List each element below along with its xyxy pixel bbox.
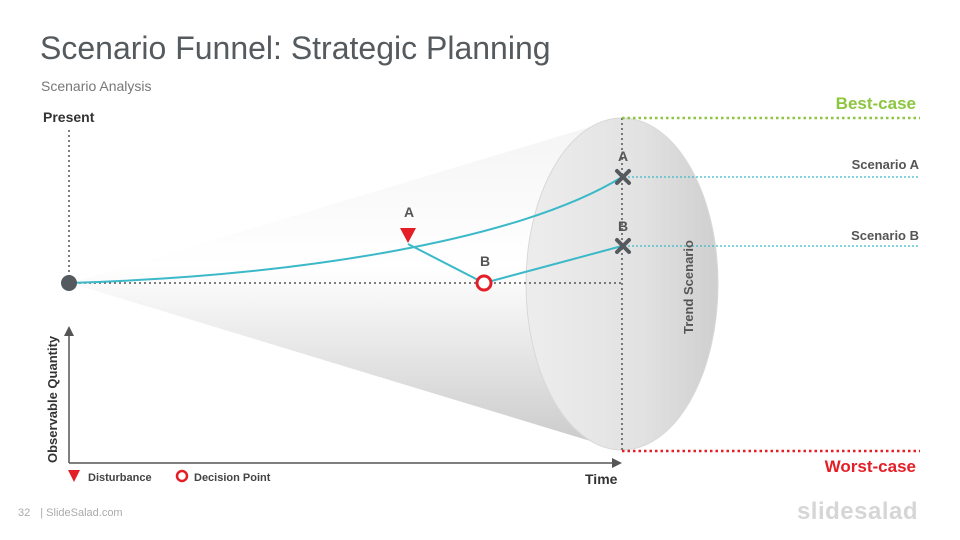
- funnel-cone-body: [70, 118, 620, 450]
- scenario-a-end-marker: [615, 169, 631, 185]
- scenario-a-path: [68, 176, 623, 284]
- footer-left: 32 | SlideSalad.com: [18, 507, 123, 519]
- scenario-a-label: Scenario A: [852, 157, 920, 172]
- end-point-b-label: B: [618, 218, 628, 234]
- slide-subtitle: Scenario Analysis: [41, 78, 152, 94]
- disturbance-point-label: A: [404, 204, 414, 220]
- page-number: 32: [18, 507, 31, 519]
- y-axis-label: Observable Quantity: [45, 335, 60, 463]
- legend-decision-point-label: Decision Point: [194, 472, 271, 484]
- legend-decision-point-icon: [175, 469, 189, 483]
- y-axis-arrow: [64, 326, 74, 336]
- x-axis-arrow: [612, 458, 622, 468]
- present-label: Present: [43, 109, 95, 125]
- present-point: [61, 275, 77, 291]
- worst-case-label: Worst-case: [825, 457, 916, 476]
- time-label: Time: [585, 471, 618, 487]
- decision-point-label: B: [480, 253, 490, 269]
- decision-point-marker: [475, 274, 493, 292]
- legend-disturbance-icon: [68, 470, 80, 482]
- scenario-b-end-marker: [615, 238, 631, 254]
- disturbance-marker: [400, 228, 416, 243]
- scenario-b-label: Scenario B: [851, 228, 919, 243]
- footer-site: | SlideSalad.com: [40, 507, 123, 519]
- best-case-label: Best-case: [836, 94, 916, 113]
- end-point-a-label: A: [618, 148, 628, 164]
- slide-title: Scenario Funnel: Strategic Planning: [40, 30, 551, 66]
- trend-scenario-label: Trend Scenario: [681, 240, 696, 334]
- brand-logo: slidesalad: [796, 498, 918, 525]
- legend-disturbance-label: Disturbance: [88, 472, 152, 484]
